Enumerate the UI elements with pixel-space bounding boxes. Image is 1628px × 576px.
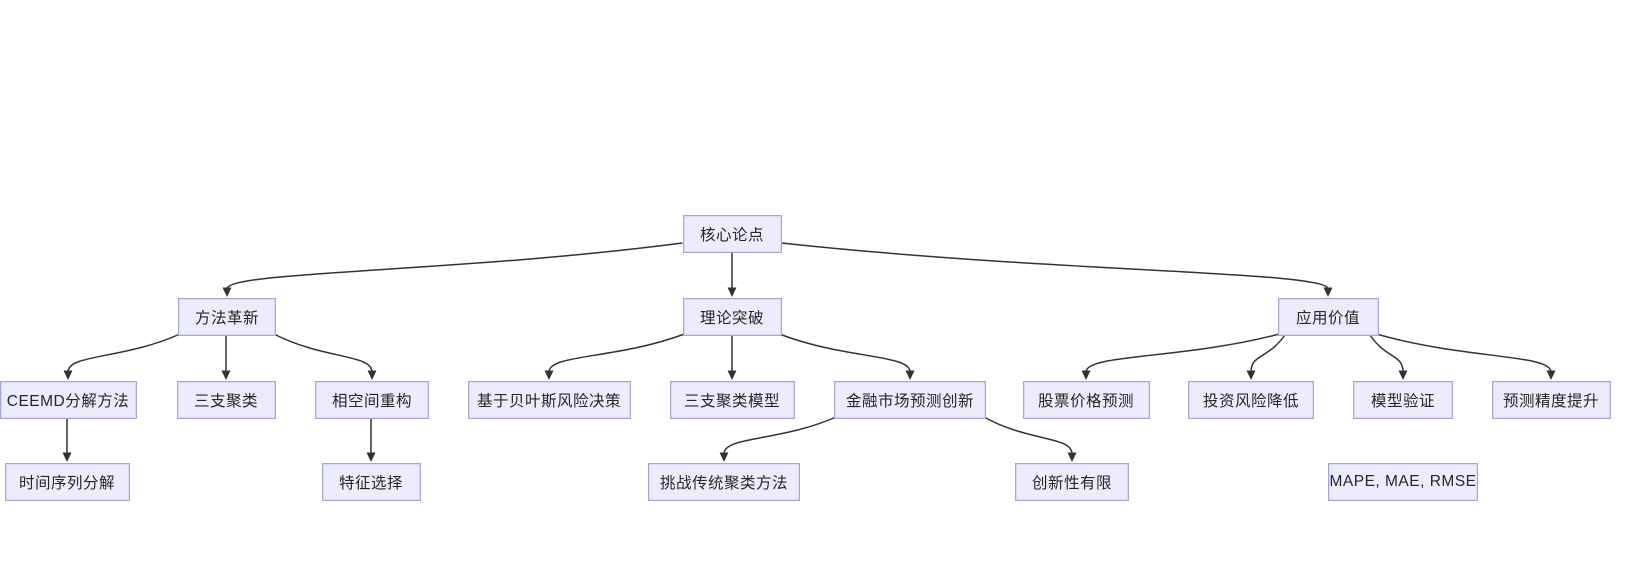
- node-label: 特征选择: [338, 475, 403, 492]
- node-three-way: 三支聚类: [176, 381, 276, 419]
- node-limited-innov: 创新性有限: [1015, 463, 1129, 501]
- node-label: 投资风险降低: [1202, 393, 1299, 410]
- arrowhead-icon: [221, 370, 231, 380]
- node-label: 预测精度提升: [1502, 393, 1599, 410]
- arrowhead-icon: [366, 452, 376, 462]
- node-three-way-model: 三支聚类模型: [669, 381, 795, 419]
- edge-method-to-phase-space: [273, 333, 373, 373]
- node-theory: 理论突破: [682, 298, 782, 336]
- node-bayes: 基于贝叶斯风险决策: [467, 381, 631, 419]
- node-ts-decomp: 时间序列分解: [4, 463, 130, 501]
- edge-application-to-model-valid: [1368, 333, 1404, 373]
- arrowhead-icon: [905, 370, 915, 380]
- arrowhead-icon: [1323, 287, 1333, 297]
- node-label: 股票价格预测: [1037, 393, 1134, 410]
- arrowhead-icon: [63, 370, 73, 380]
- node-method: 方法革新: [178, 298, 276, 336]
- edge-application-to-risk-reduce: [1250, 333, 1287, 373]
- arrowhead-icon: [719, 452, 729, 462]
- node-label: 三支聚类: [193, 393, 258, 410]
- node-label: 时间序列分解: [18, 475, 115, 492]
- node-fin-innovation: 金融市场预测创新: [834, 381, 986, 419]
- arrowhead-icon: [1081, 370, 1091, 380]
- node-label: 金融市场预测创新: [845, 393, 974, 410]
- edge-root-to-application: [781, 242, 1329, 290]
- node-model-valid: 模型验证: [1353, 381, 1453, 419]
- node-challenge: 挑战传统聚类方法: [648, 463, 800, 501]
- edge-fin-innovation-to-limited-innov: [983, 416, 1073, 455]
- node-stock-pred: 股票价格预测: [1022, 381, 1150, 419]
- node-label: 核心论点: [699, 227, 764, 244]
- node-ceemd: CEEMD分解方法: [0, 381, 137, 419]
- arrowhead-icon: [222, 287, 232, 297]
- node-label: 方法革新: [194, 310, 259, 327]
- arrowhead-icon: [62, 452, 72, 462]
- node-metrics: MAPE, MAE, RMSE: [1328, 463, 1478, 501]
- arrowhead-icon: [1246, 370, 1256, 380]
- arrowhead-icon: [367, 370, 377, 380]
- edge-application-to-stock-pred: [1085, 333, 1280, 373]
- node-label: 挑战传统聚类方法: [659, 475, 788, 492]
- edge-method-to-ceemd: [67, 333, 181, 373]
- node-application: 应用价值: [1277, 298, 1379, 336]
- arrowhead-icon: [727, 287, 737, 297]
- edge-root-to-method: [226, 242, 683, 290]
- node-root: 核心论点: [682, 215, 782, 253]
- node-label: CEEMD分解方法: [6, 393, 130, 410]
- arrowhead-icon: [1067, 452, 1077, 462]
- edge-theory-to-fin-innovation: [779, 333, 911, 373]
- node-accuracy: 预测精度提升: [1491, 381, 1611, 419]
- node-label: 理论突破: [699, 310, 764, 327]
- node-label: MAPE, MAE, RMSE: [1329, 473, 1477, 490]
- node-label: 模型验证: [1370, 393, 1435, 410]
- node-label: 应用价值: [1295, 310, 1360, 327]
- edge-fin-innovation-to-challenge: [723, 416, 837, 455]
- arrowhead-icon: [1546, 370, 1556, 380]
- edge-theory-to-bayes: [548, 333, 685, 373]
- node-label: 相空间重构: [331, 393, 412, 410]
- arrowhead-icon: [727, 370, 737, 380]
- node-label: 三支聚类模型: [683, 393, 780, 410]
- node-risk-reduce: 投资风险降低: [1188, 381, 1314, 419]
- node-phase-space: 相空间重构: [315, 381, 429, 419]
- arrowhead-icon: [544, 370, 554, 380]
- edge-application-to-accuracy: [1376, 333, 1552, 373]
- node-label: 基于贝叶斯风险决策: [476, 393, 621, 410]
- node-label: 创新性有限: [1031, 475, 1112, 492]
- arrowhead-icon: [1398, 370, 1408, 380]
- node-feature-sel: 特征选择: [321, 463, 421, 501]
